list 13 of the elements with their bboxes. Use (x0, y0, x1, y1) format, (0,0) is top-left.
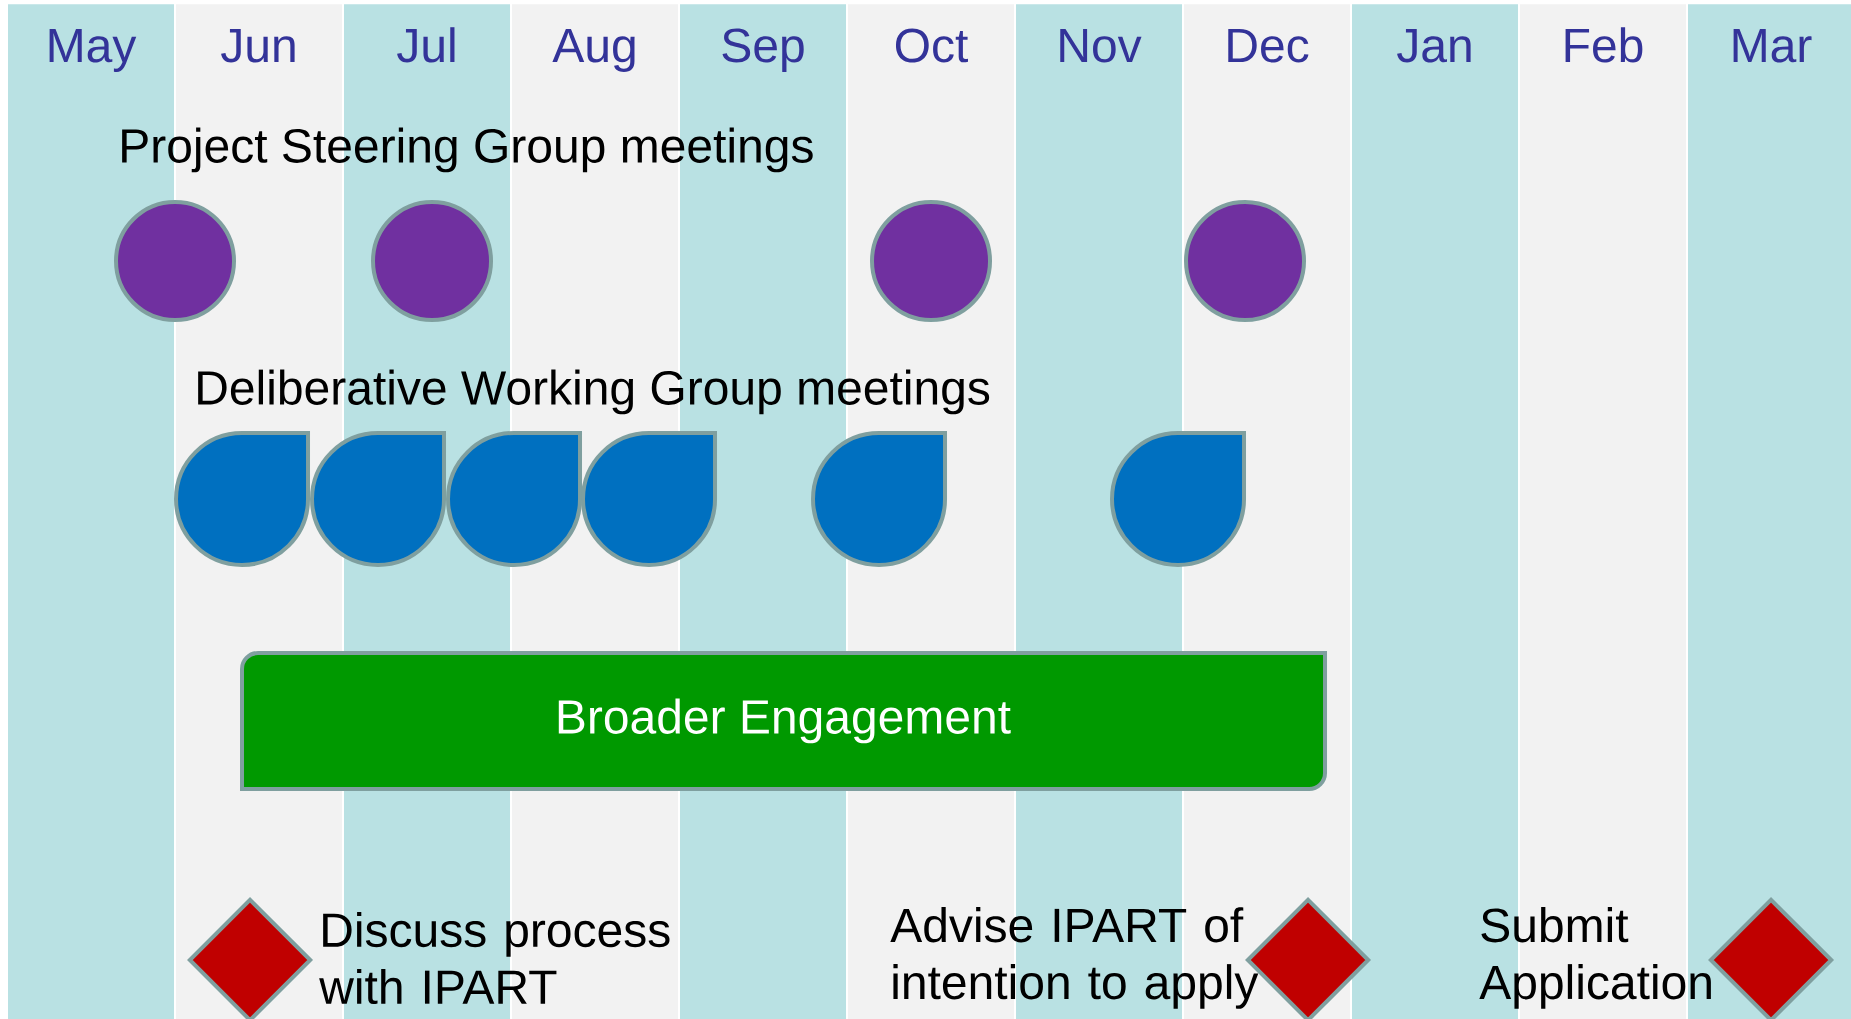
meeting-drop (446, 431, 582, 567)
milestone-diamond (187, 897, 313, 1019)
section-heading: Deliberative Working Group meetings (198, 369, 990, 415)
engagement-bar: Broader Engagement (240, 651, 1327, 791)
section-heading: Project Steering Group meetings (122, 127, 813, 173)
milestone-text: Submit Application (1479, 907, 1711, 1009)
milestone-text: Advise IPART of intention to apply (890, 907, 1259, 1009)
meeting-drop (811, 431, 947, 567)
milestone-text: Discuss process with IPART (319, 911, 670, 1005)
meeting-drop (310, 431, 446, 567)
meeting-drop (1110, 431, 1246, 567)
meeting-circle (114, 200, 236, 322)
meeting-drop (581, 431, 717, 567)
